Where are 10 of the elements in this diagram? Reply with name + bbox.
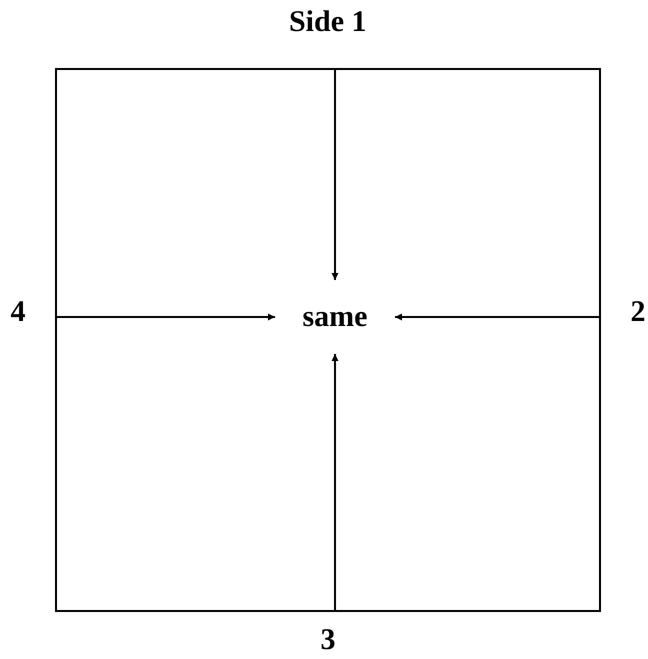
center-label: same <box>275 280 395 354</box>
side-label: Side 1 <box>289 5 367 39</box>
arrow <box>332 70 338 280</box>
side-label: 3 <box>320 623 336 657</box>
arrow <box>332 354 338 610</box>
arrow <box>395 314 599 320</box>
side-label: 4 <box>10 295 26 329</box>
square-box <box>55 68 601 612</box>
arrow <box>57 314 275 320</box>
side-label: 2 <box>630 295 646 329</box>
